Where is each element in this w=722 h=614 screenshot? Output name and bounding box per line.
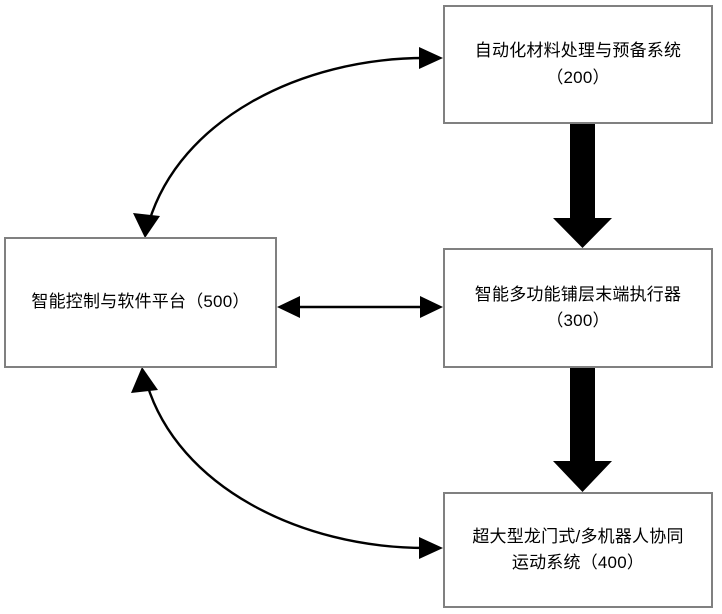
node-label-400: 超大型龙门式/多机器人协同 运动系统（400） xyxy=(472,526,684,572)
node-label-500: 智能控制与软件平台（500） xyxy=(31,292,250,312)
edge-500-to-400-curved-double-arrow xyxy=(131,367,443,559)
edge-500-to-300-double-arrow xyxy=(277,296,443,318)
edge-200-to-300-thick-arrow xyxy=(553,122,612,248)
edge-300-to-400-thick-arrow xyxy=(553,366,612,492)
edge-500-to-200-curved-double-arrow xyxy=(133,47,443,238)
node-box-intelligent-layup-end-effector[interactable]: 智能多功能铺层末端执行器 （300） xyxy=(443,248,713,368)
node-box-automated-material-handling[interactable]: 自动化材料处理与预备系统 （200） xyxy=(443,5,713,124)
node-label-200: 自动化材料处理与预备系统 （200） xyxy=(474,41,682,87)
node-label-300: 智能多功能铺层末端执行器 （300） xyxy=(474,284,682,330)
node-box-intelligent-control-software-platform[interactable]: 智能控制与软件平台（500） xyxy=(4,237,277,368)
node-box-gantry-multirobot-motion-system[interactable]: 超大型龙门式/多机器人协同 运动系统（400） xyxy=(443,492,713,608)
